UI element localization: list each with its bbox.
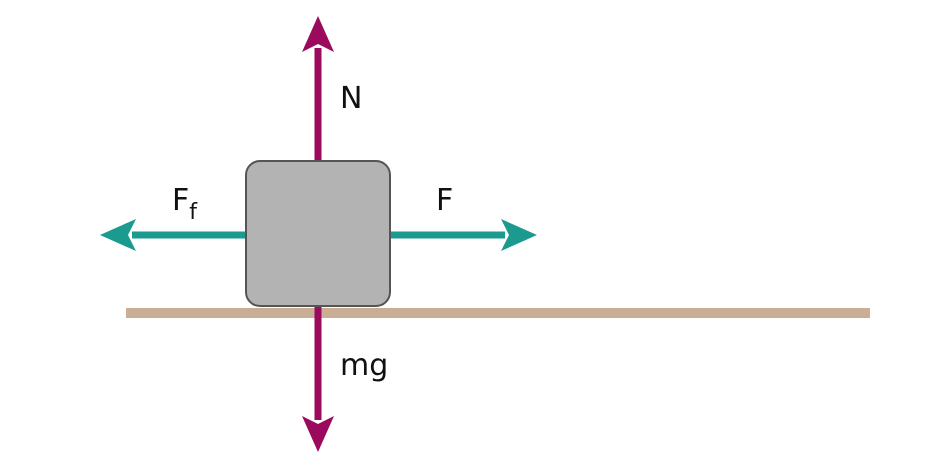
ground-surface — [126, 308, 870, 318]
applied-force-arrowhead — [501, 219, 537, 251]
normal-force-arrow — [302, 16, 334, 165]
friction-force-label: Ff — [172, 183, 198, 225]
applied-force-label: F — [436, 183, 453, 218]
friction-force-label-subscript: f — [189, 200, 198, 225]
weight-force-label: mg — [340, 348, 388, 383]
normal-force-label: N — [340, 81, 362, 116]
block — [245, 160, 391, 307]
friction-force-arrowhead — [100, 219, 136, 251]
applied-force-arrow — [388, 219, 537, 251]
friction-force-label-main: F — [172, 183, 189, 218]
normal-force-arrowhead — [302, 16, 334, 52]
weight-force-arrowhead — [302, 416, 334, 452]
friction-force-arrow — [100, 219, 248, 251]
weight-force-arrow — [302, 304, 334, 452]
